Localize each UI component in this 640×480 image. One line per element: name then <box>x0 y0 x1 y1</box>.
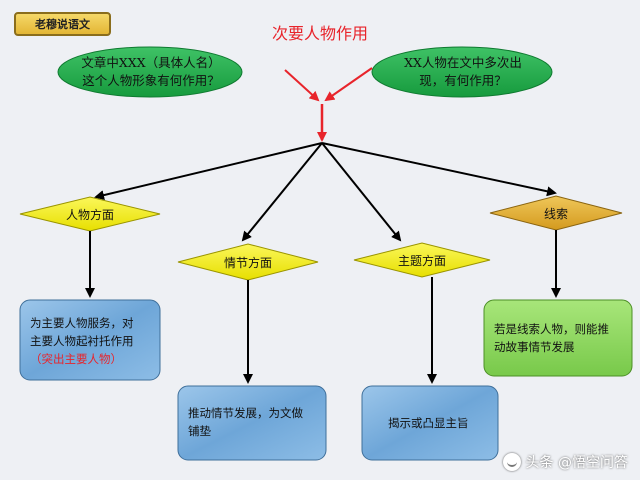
diagram-title: 次要人物作用 <box>271 24 368 43</box>
red-arrow-left <box>284 69 320 102</box>
label-theme: 主题方面 <box>397 254 446 268</box>
answer-plot-line2: 铺垫 <box>188 424 211 438</box>
diamond-plot <box>177 243 319 281</box>
branch-arrow-character <box>94 142 323 201</box>
answer-clue-line2: 动故事情节发展 <box>494 340 575 354</box>
question-left-line1: 文章中XXX（具体人名） <box>81 55 221 70</box>
question-left-line2: 这个人物形象有何作用？ <box>82 73 220 88</box>
answer-character-line1: 为主要人物服务，对 <box>30 316 134 330</box>
question-ellipse-left <box>57 46 243 98</box>
brand-badge: 老穆说语文 <box>14 12 111 36</box>
watermark: 头条 @悟空问答 <box>502 452 628 472</box>
question-ellipse-right <box>371 46 553 98</box>
question-left: 文章中XXX（具体人名） 这个人物形象有何作用？ <box>78 54 224 90</box>
answer-clue-line1: 若是线索人物，则能推 <box>494 322 609 336</box>
branch-arrow-theme <box>321 142 402 242</box>
answer-plot-line1: 推动情节发展，为文做 <box>188 406 303 420</box>
label-clue: 线索 <box>543 207 568 221</box>
branch-arrow-clue <box>321 142 557 197</box>
answer-text-plot: 推动情节发展，为文做 铺垫 <box>188 404 322 440</box>
answer-theme-line1: 揭示或凸显主旨 <box>388 416 469 430</box>
answer-box-theme <box>361 385 499 461</box>
answer-text-clue: 若是线索人物，则能推 动故事情节发展 <box>494 320 628 356</box>
watermark-text: 头条 @悟空问答 <box>525 455 628 471</box>
answer-character-line2: 主要人物起衬托作用 <box>30 334 134 348</box>
answer-box-character <box>19 299 161 381</box>
branch-arrow-plot <box>241 142 323 242</box>
question-right-line1: XX人物在文中多次出 <box>404 55 522 70</box>
answer-text-theme: 揭示或凸显主旨 <box>388 414 498 432</box>
answer-text-character: 为主要人物服务，对 主要人物起衬托作用 （突出主要人物） <box>30 314 156 368</box>
label-character: 人物方面 <box>65 208 114 222</box>
question-right-line2: 现，有何作用？ <box>419 73 507 88</box>
question-right: XX人物在文中多次出 现，有何作用？ <box>396 54 530 90</box>
diamond-clue <box>489 195 623 231</box>
answer-box-plot <box>177 385 327 461</box>
diamond-theme <box>353 242 491 278</box>
answer-character-line3: （突出主要人物） <box>30 352 122 366</box>
red-arrow-right <box>324 67 373 102</box>
speech-bubble-icon <box>502 453 521 471</box>
answer-box-clue <box>483 299 633 377</box>
label-plot: 情节方面 <box>223 256 272 270</box>
diamond-character <box>19 196 161 232</box>
